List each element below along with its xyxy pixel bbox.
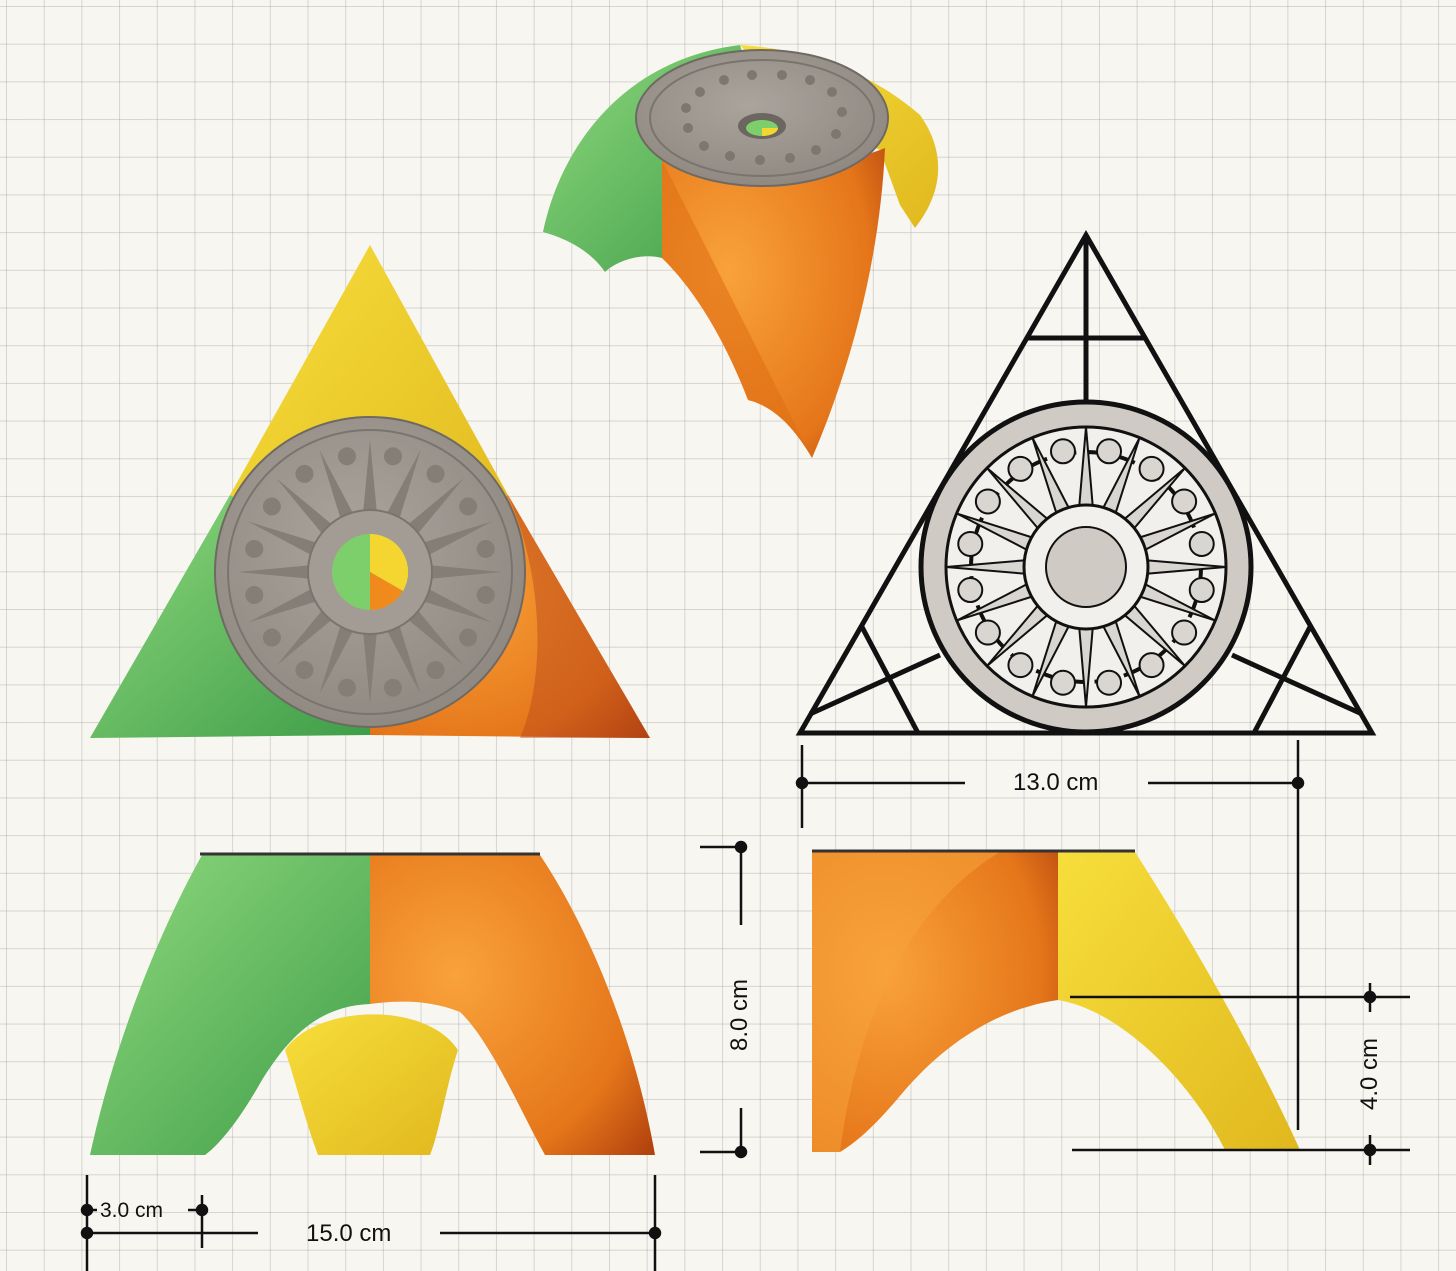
dimension-width-13: 13.0 cm [1013, 769, 1099, 796]
iso-orange-inner [662, 160, 812, 458]
front-green-face [90, 855, 370, 1155]
rosette-dot [295, 464, 314, 483]
rosette-dot [426, 661, 445, 680]
iso-orange-face [662, 148, 885, 458]
rosette-dot [459, 497, 478, 516]
rosette-dot [426, 464, 445, 483]
rosette-dot [476, 586, 495, 605]
rosette-dot [295, 661, 314, 680]
rosette-dot [476, 539, 495, 558]
rosette-dot [957, 530, 984, 557]
rosette-dot [1007, 455, 1034, 482]
front-yellow-arch [285, 1014, 458, 1155]
rosette-dot [974, 619, 1001, 646]
rosette-dot [1188, 530, 1215, 557]
rosette-point [424, 589, 492, 623]
iso-rosette-pattern [681, 70, 847, 165]
rosette-point [363, 440, 377, 511]
rosette-dot [262, 497, 281, 516]
rosette-dot [1138, 652, 1165, 679]
rosette-dot [1138, 455, 1165, 482]
dimension-offset-3: 3.0 cm [100, 1199, 164, 1222]
rosette-dot [384, 447, 403, 466]
rosette-dot [1049, 438, 1076, 465]
rosette-dot [1049, 669, 1076, 696]
rosette-dot [1096, 438, 1123, 465]
isometric-view [543, 45, 939, 458]
rosette-dot [1171, 488, 1198, 515]
rosette-dot [337, 678, 356, 697]
top-view-colored [90, 245, 650, 738]
rosette-dot [974, 488, 1001, 515]
rosette-dot [1096, 669, 1123, 696]
rosette-point [319, 450, 353, 518]
rosette-point [408, 610, 464, 666]
rosette-point [248, 589, 316, 623]
rosette-dot [1171, 619, 1198, 646]
side-view [812, 849, 1300, 1152]
line-center-hub [1045, 526, 1127, 608]
rosette-dot [1188, 577, 1215, 604]
top-rosette-pattern [238, 440, 502, 704]
side-yellow-face [1058, 852, 1300, 1150]
rosette-dot [337, 447, 356, 466]
front-orange-face [370, 855, 655, 1155]
rosette-point [431, 565, 502, 579]
rosette-point [276, 610, 332, 666]
rosette-point [276, 478, 332, 534]
rosette-dot [262, 628, 281, 647]
dimension-height-8: 8.0 cm [726, 978, 753, 1052]
rosette-dot [245, 539, 264, 558]
dimension-width-15: 15.0 cm [306, 1220, 392, 1247]
line-rosette [918, 399, 1254, 735]
rosette-point [248, 521, 316, 555]
rosette-point [363, 633, 377, 704]
rosette-point [319, 626, 353, 694]
rosette-point [424, 521, 492, 555]
rosette-point [387, 450, 421, 518]
rosette-dot [384, 678, 403, 697]
rosette-point [238, 565, 309, 579]
rosette-point [387, 626, 421, 694]
rosette-dot [1007, 652, 1034, 679]
rosette-point [408, 478, 464, 534]
front-view [90, 852, 655, 1155]
dimension-height-4: 4.0 cm [1356, 1037, 1383, 1111]
rosette-dot [245, 586, 264, 605]
rosette-dot [957, 577, 984, 604]
dimension-lines [80, 740, 1410, 1271]
rosette-dot [459, 628, 478, 647]
